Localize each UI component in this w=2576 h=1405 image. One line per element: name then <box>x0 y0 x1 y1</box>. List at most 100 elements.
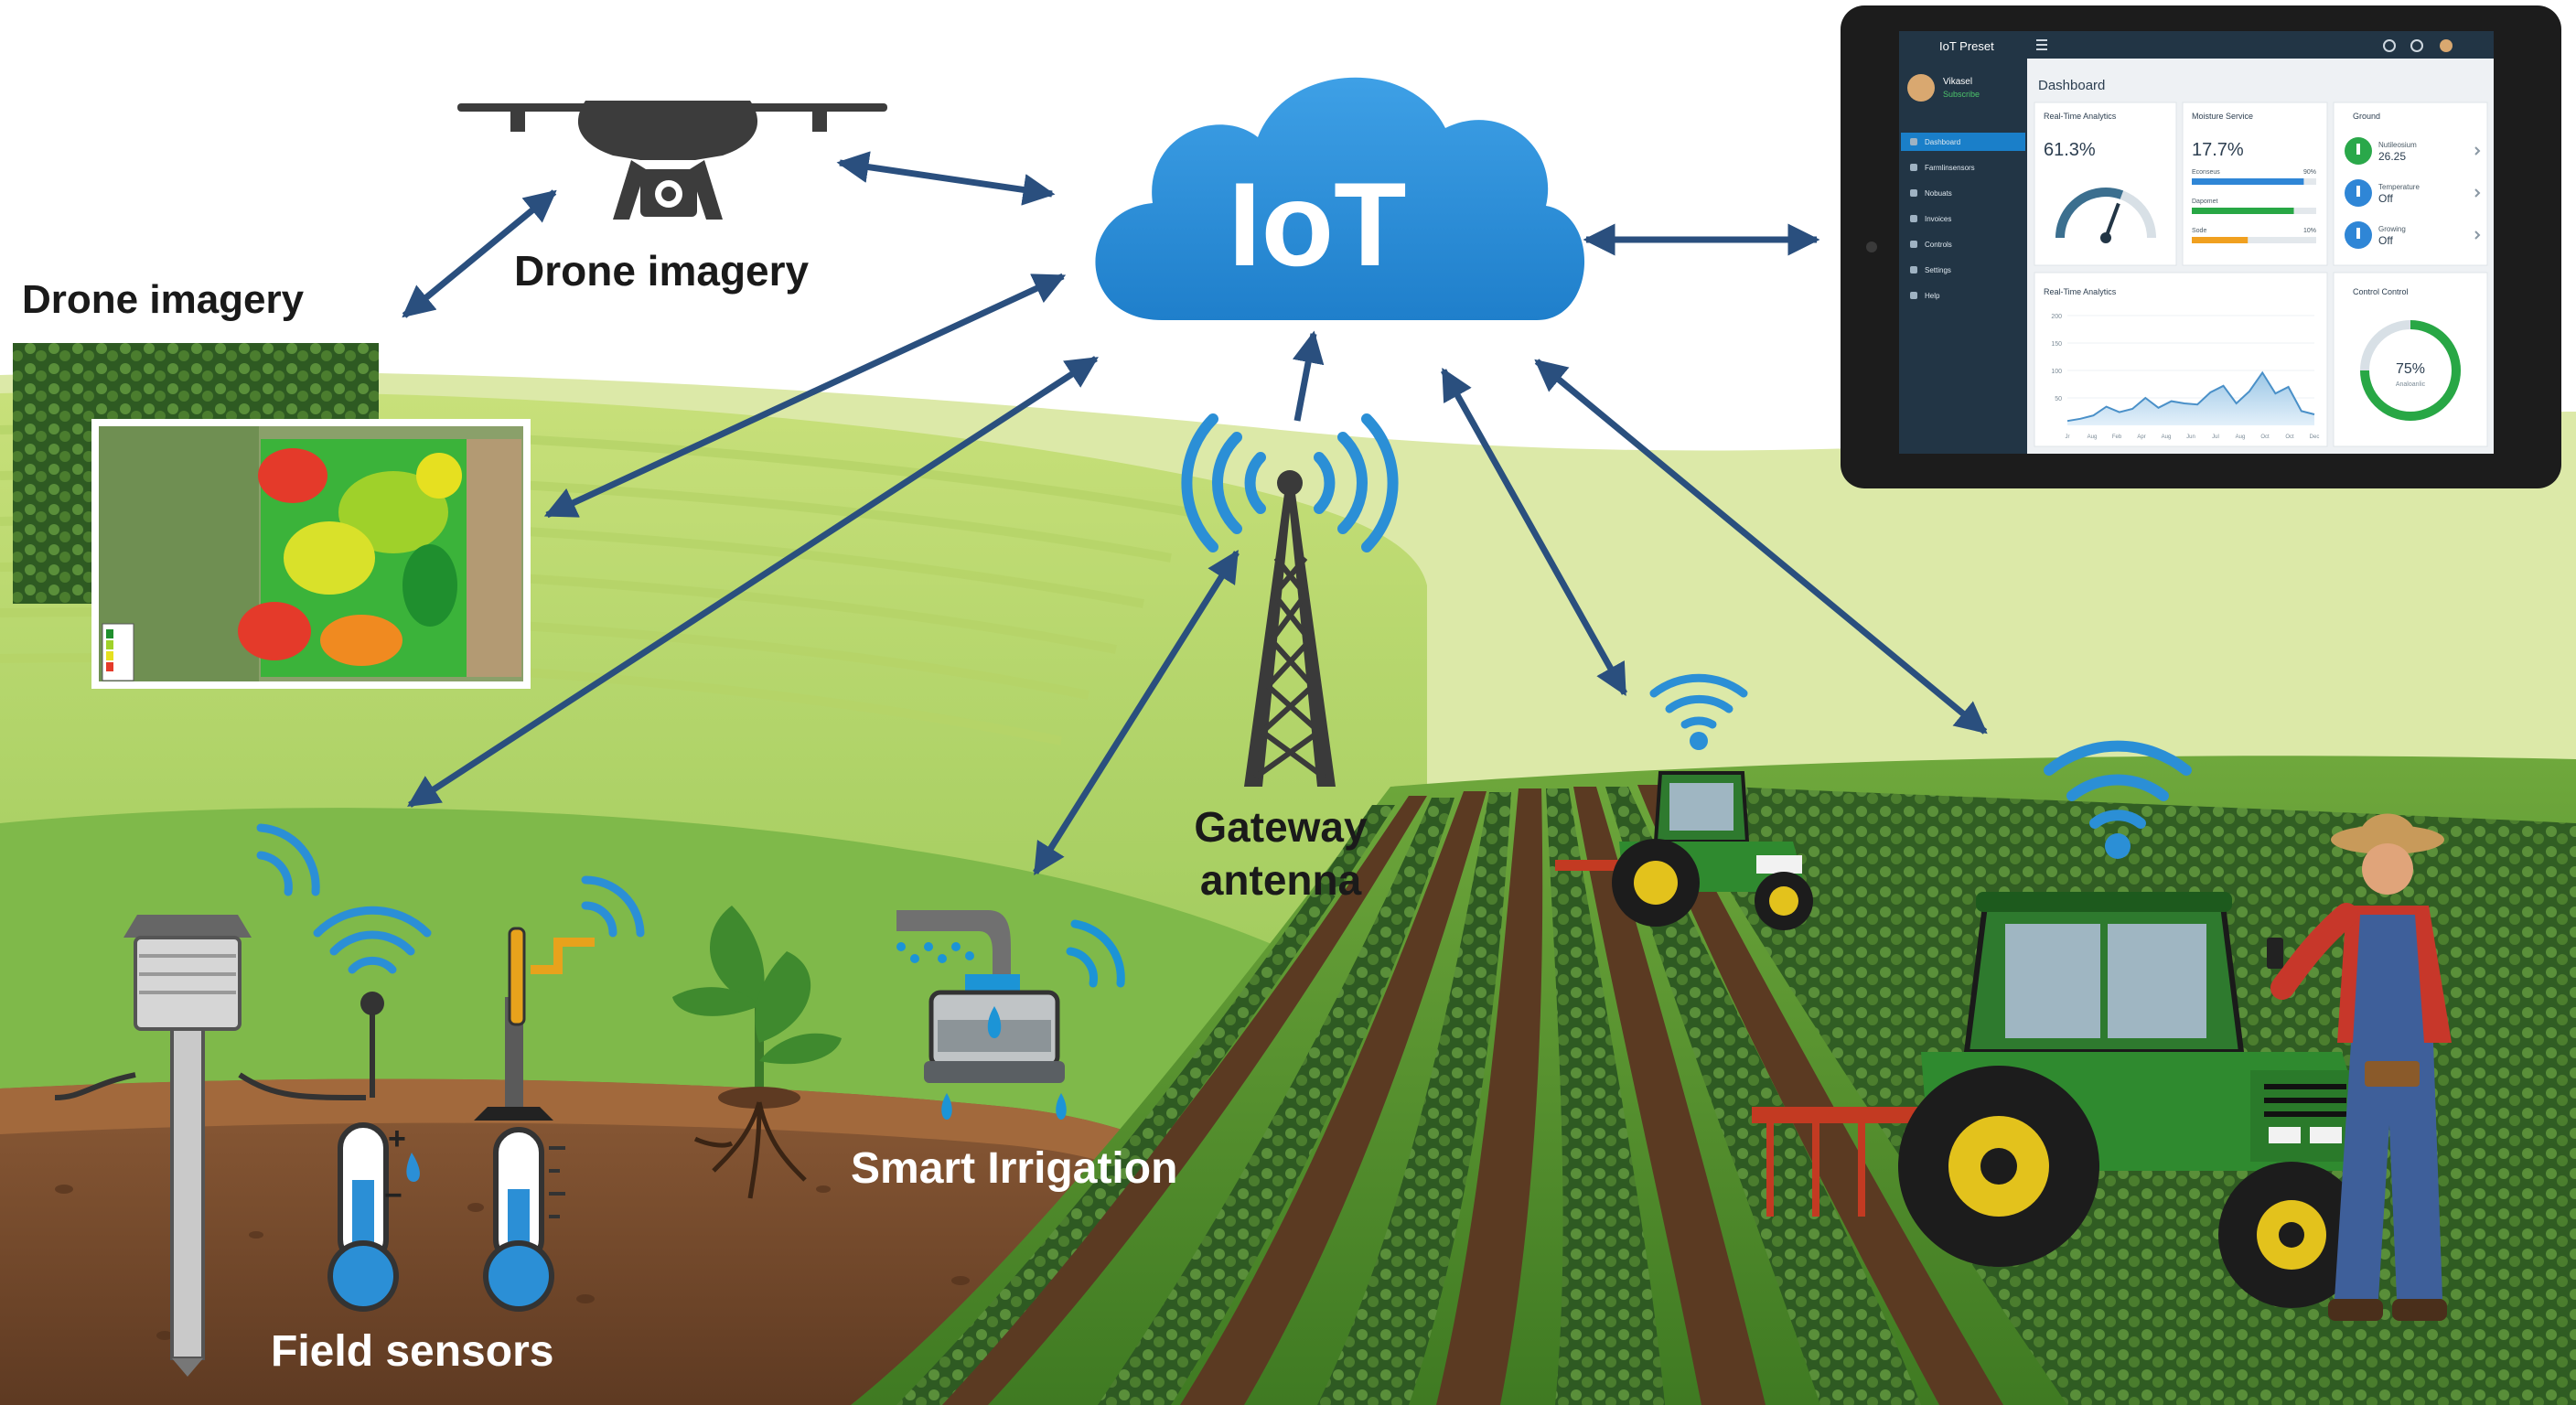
gateway-label-line1: Gateway <box>1194 803 1368 851</box>
dashboard-brand: IoT Preset <box>1939 39 1994 53</box>
sprout-icon <box>672 906 842 1199</box>
icon-glyph <box>2356 228 2360 239</box>
soil-topsoil <box>0 1078 1262 1253</box>
arrow-cloud-tractor2 <box>1534 359 1988 735</box>
dashboard-title: Dashboard <box>2038 78 2105 93</box>
control-value: 75% <box>2396 361 2425 377</box>
connection-arrows <box>402 151 1988 875</box>
x-tick-label: Feb <box>2112 434 2122 440</box>
field-sensors: + − <box>54 823 1125 1377</box>
card-title: Real-Time Analytics <box>2044 112 2117 121</box>
dashboard-sidebar <box>1899 59 2027 454</box>
bar-fill <box>2192 178 2304 185</box>
y-tick-label: 150 <box>2051 341 2062 348</box>
settings-icon[interactable] <box>2410 39 2423 52</box>
sidebar-item[interactable]: Controls <box>1910 241 1952 249</box>
drone-icon <box>457 101 887 220</box>
area-line <box>2066 370 2315 423</box>
ground-item-name: Temperature <box>2378 183 2420 191</box>
sidebar-item-icon <box>1910 164 1917 171</box>
iot-cloud: IoT <box>1095 77 1585 320</box>
chevron-right-icon <box>2474 231 2481 240</box>
bar-label: Sode <box>2192 228 2206 234</box>
sidebar-item-label: Settings <box>1925 266 1951 274</box>
sidebar-item[interactable]: Farmlinsensors <box>1910 164 1975 172</box>
sidebar-item-icon <box>1910 215 1917 222</box>
sidebar-item[interactable]: Dashboard <box>1901 133 2025 151</box>
ground-item-value: Off <box>2378 192 2393 205</box>
x-tick-label: Oct <box>2260 434 2270 440</box>
y-tick-label: 100 <box>2051 369 2062 375</box>
card-title: Moisture Service <box>2192 112 2253 121</box>
gateway-antenna-icon <box>1181 413 1399 787</box>
x-tick-label: Aug <box>2162 434 2172 440</box>
user-avatar-small[interactable] <box>2440 39 2453 52</box>
control-sub: Analoanlic <box>2396 381 2426 388</box>
soil-probe-icon <box>313 906 432 1098</box>
drone-imagery-label: Drone imagery <box>514 247 810 295</box>
card-title: Control Control <box>2353 287 2409 296</box>
chevron-right-icon <box>2474 188 2481 198</box>
valve-sensor-icon <box>474 875 645 1121</box>
arrow-antenna-irrigation <box>1033 550 1240 875</box>
sidebar-active-bg <box>1901 133 2025 151</box>
y-tick-label: 50 <box>2055 396 2062 402</box>
sidebar-item-icon <box>1910 292 1917 299</box>
gateway-label-line2: antenna <box>1200 856 1362 904</box>
x-tick-label: Aug <box>2088 434 2098 440</box>
card-title: Real-Time Analytics <box>2044 287 2117 296</box>
big-tractor-icon <box>1752 740 2378 1308</box>
sidebar-item-label: Farmlinsensors <box>1925 164 1975 172</box>
notification-icon[interactable] <box>2383 39 2396 52</box>
bar-fill <box>2192 237 2249 243</box>
drone-imagery-side-label: Drone imagery <box>22 277 305 322</box>
sidebar-item-icon <box>1910 241 1917 248</box>
y-tick-label: 200 <box>2051 314 2062 320</box>
antenna-signal-icon <box>1181 413 1399 552</box>
icon-glyph <box>2356 144 2360 155</box>
sidebar-item[interactable]: Invoices <box>1910 215 1951 223</box>
svg-text:−: − <box>384 1178 402 1213</box>
bar-label: Dapomet <box>2192 198 2217 205</box>
hamburger-icon[interactable] <box>2036 39 2047 50</box>
ndvi-map <box>91 419 531 689</box>
smart-irrigation-icon <box>896 910 1125 1120</box>
moisture-bar-row: Dapomet <box>2192 198 2316 214</box>
x-tick-label: Jun <box>2186 434 2195 440</box>
temperature-thermometer-icon <box>483 1127 565 1312</box>
ground-item-value: 26.25 <box>2378 150 2406 163</box>
user-name: Vikasel <box>1943 77 1972 87</box>
ndvi-legend <box>102 623 134 681</box>
gauge <box>2055 188 2156 243</box>
bar-percent: 90% <box>2303 169 2316 176</box>
svg-text:+: + <box>388 1121 406 1156</box>
arrow-cloud-sensors <box>407 356 1099 808</box>
tablet-dashboard: IoT Preset Vikasel Subscribe DashboardFa… <box>1841 5 2561 488</box>
x-tick-label: Jul <box>2212 434 2219 440</box>
sidebar-item-icon <box>1910 138 1917 145</box>
crop-rows <box>933 785 2003 1405</box>
field-sensors-label: Field sensors <box>271 1327 553 1376</box>
sidebar-item[interactable]: Settings <box>1910 266 1951 274</box>
chevron-right-icon <box>2474 146 2481 156</box>
sidebar-item[interactable]: Help <box>1910 292 1940 300</box>
soil-pebbles <box>55 1185 970 1357</box>
arrow-drone-map <box>402 189 557 318</box>
arrow-drone-cloud <box>836 151 1056 206</box>
sidebar-item-icon <box>1910 266 1917 273</box>
card-value: 17.7% <box>2192 140 2244 160</box>
sidebar-item[interactable]: Nobuats <box>1910 189 1952 198</box>
ground-item-name: Growing <box>2378 225 2406 233</box>
x-tick-label: Jr <box>2066 434 2070 440</box>
moisture-thermometer-icon: + − <box>327 1121 420 1312</box>
area-fill <box>2067 372 2314 425</box>
user-status: Subscribe <box>1943 90 1980 99</box>
ground-item-value: Off <box>2378 234 2393 247</box>
sidebar-item-label: Help <box>1925 292 1940 300</box>
